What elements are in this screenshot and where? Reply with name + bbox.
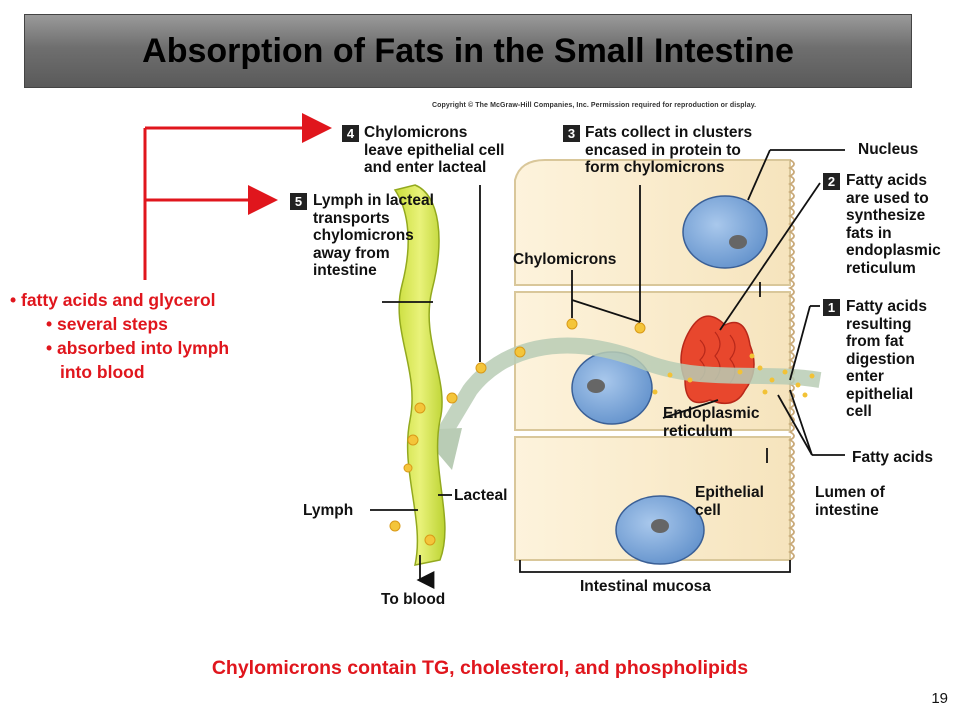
footer-note: Chylomicrons contain TG, cholesterol, an…: [211, 657, 749, 679]
lymph-label: Lymph: [303, 502, 354, 519]
chylomicrons-label: Chylomicrons: [513, 251, 617, 268]
bullet-item: • several steps: [46, 314, 168, 334]
fatty-acids-label: Fatty acids: [852, 449, 933, 466]
lacteal-vessel: [393, 184, 446, 566]
fat-droplets: [389, 318, 646, 546]
bullet-notes: • fatty acids and glycerol • several ste…: [10, 288, 260, 384]
absorption-pathway-arrow: [433, 337, 822, 445]
nuclei: [571, 195, 768, 565]
step-3-badge: 3: [563, 125, 580, 142]
step-4-badge: 4: [342, 125, 359, 142]
step-1-badge: 1: [823, 299, 840, 316]
bullet-item: • absorbed into lymph into blood: [46, 338, 230, 382]
leader-lines: [370, 149, 845, 589]
intestinal-mucosa-label: Intestinal mucosa: [580, 578, 711, 595]
copyright-notice: Copyright © The McGraw-Hill Companies, I…: [432, 102, 757, 109]
bullet-item: • fatty acids and glycerol: [10, 290, 216, 310]
to-blood-label: To blood: [381, 591, 446, 608]
red-callout-arrows: [143, 113, 332, 280]
fatty-acid-dots: [652, 353, 815, 398]
slide-title: Absorption of Fats in the Small Intestin…: [142, 31, 794, 70]
nucleus-label: Nucleus: [858, 141, 919, 158]
title-bar: Absorption of Fats in the Small Intestin…: [24, 14, 912, 88]
step-2-badge: 2: [823, 173, 840, 190]
endoplasmic-reticulum: [680, 315, 755, 405]
lacteal-label: Lacteal: [454, 487, 508, 504]
step-5-badge: 5: [290, 193, 307, 210]
slide-number: 19: [931, 690, 948, 707]
